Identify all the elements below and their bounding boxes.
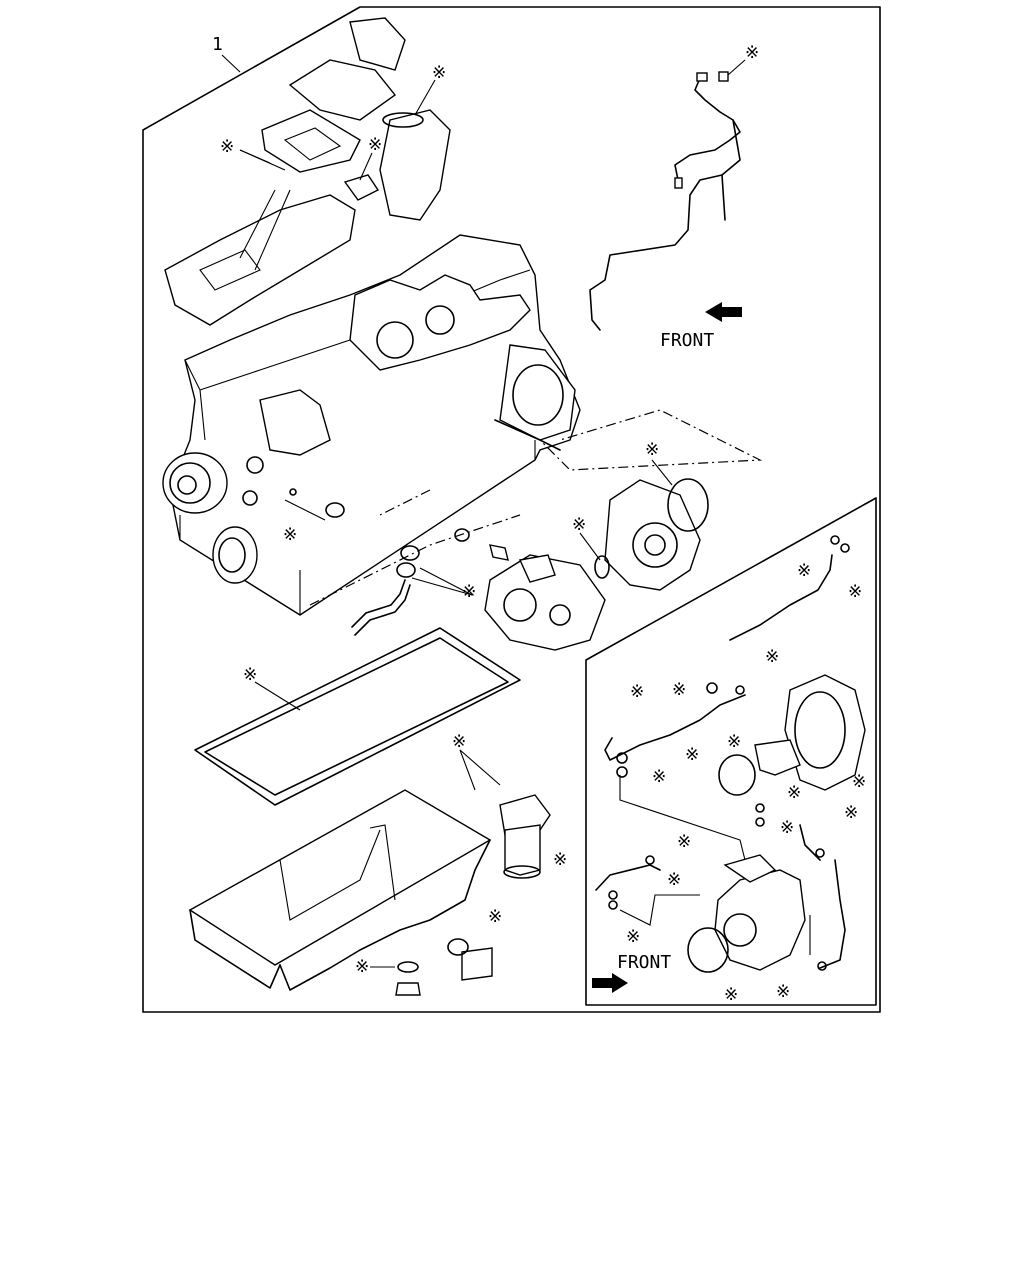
gear-housing-leaders bbox=[309, 409, 763, 606]
asterisk-icon: ※ bbox=[677, 832, 691, 852]
oil-pipe bbox=[351, 579, 411, 636]
arrow-icon bbox=[592, 973, 628, 993]
asterisk-icon: ※ bbox=[553, 850, 567, 870]
gear-housing-cover bbox=[604, 478, 709, 591]
oil-pan bbox=[188, 789, 492, 991]
asterisk-icon: ※ bbox=[672, 680, 686, 700]
kit-markers: ※ ※ ※ ※ ※ ※ ※ ※ ※ ※ ※ ※ ※ ※ ※ ※ ※ ※ ※ ※ … bbox=[220, 43, 866, 1005]
asterisk-icon: ※ bbox=[727, 732, 741, 752]
arrow-icon bbox=[705, 302, 742, 322]
front-label-inset: FRONT bbox=[617, 952, 671, 973]
asterisk-icon: ※ bbox=[452, 732, 466, 752]
asterisk-icon: ※ bbox=[630, 682, 644, 702]
asterisk-icon: ※ bbox=[745, 43, 759, 63]
front-indicator-top: FRONT bbox=[660, 302, 742, 351]
asterisk-icon: ※ bbox=[667, 870, 681, 890]
wiring-harness bbox=[589, 71, 741, 331]
asterisk-icon: ※ bbox=[432, 63, 446, 83]
asterisk-icon: ※ bbox=[724, 985, 738, 1005]
engine-block bbox=[169, 234, 581, 616]
callout-number: 1 bbox=[212, 34, 223, 55]
asterisk-icon: ※ bbox=[787, 783, 801, 803]
asterisk-icon: ※ bbox=[765, 647, 779, 667]
asterisk-icon: ※ bbox=[652, 767, 666, 787]
intake-manifold-assembly bbox=[164, 17, 451, 326]
oil-filter bbox=[499, 794, 551, 879]
asterisk-icon: ※ bbox=[776, 982, 790, 1002]
callout-1: 1 bbox=[212, 34, 241, 73]
marker-leaders bbox=[254, 59, 746, 968]
asterisk-icon: ※ bbox=[626, 927, 640, 947]
asterisk-icon: ※ bbox=[848, 582, 862, 602]
asterisk-icon: ※ bbox=[780, 818, 794, 838]
asterisk-icon: ※ bbox=[572, 515, 586, 535]
asterisk-icon: ※ bbox=[645, 440, 659, 460]
injection-pump bbox=[484, 544, 610, 651]
asterisk-icon: ※ bbox=[283, 525, 297, 545]
inset-detail: FRONT bbox=[585, 497, 877, 1006]
asterisk-icon: ※ bbox=[852, 772, 866, 792]
asterisk-icon: ※ bbox=[685, 745, 699, 765]
asterisk-icon: ※ bbox=[844, 803, 858, 823]
asterisk-icon: ※ bbox=[368, 135, 382, 155]
crank-pulley bbox=[162, 452, 264, 584]
asterisk-icon: ※ bbox=[488, 907, 502, 927]
asterisk-icon: ※ bbox=[355, 957, 369, 977]
small-seals bbox=[284, 488, 470, 578]
front-label-top: FRONT bbox=[660, 330, 714, 351]
asterisk-icon: ※ bbox=[797, 561, 811, 581]
asterisk-icon: ※ bbox=[243, 665, 257, 685]
oil-pan-gasket bbox=[194, 627, 521, 806]
asterisk-icon: ※ bbox=[462, 582, 476, 602]
drain-plug bbox=[395, 938, 493, 996]
kit-outline bbox=[142, 6, 881, 1013]
asterisk-icon: ※ bbox=[220, 137, 234, 157]
